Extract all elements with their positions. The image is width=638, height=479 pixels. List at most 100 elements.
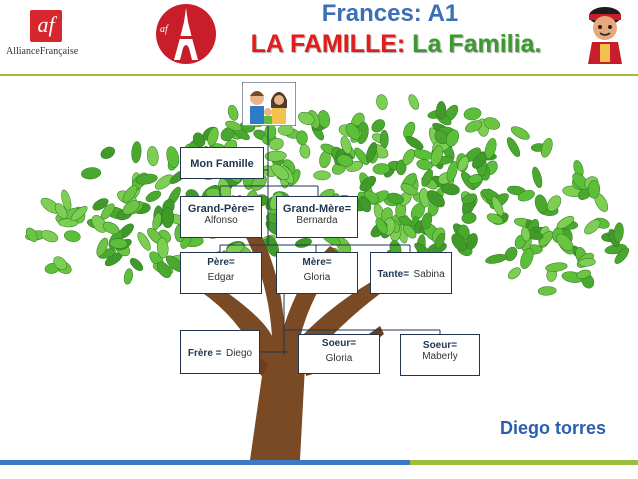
tree-leaf	[376, 94, 388, 110]
tree-leaf	[129, 258, 144, 271]
tree-leaf	[483, 117, 500, 130]
af-logo-text: AllianceFrançaise	[6, 46, 79, 57]
tree-leaf	[484, 138, 497, 160]
tree-leaf	[91, 215, 108, 233]
sister2-name: Maberly	[422, 351, 458, 362]
tree-leaf	[227, 104, 239, 121]
tree-leaf	[613, 222, 624, 243]
tree-leaf	[54, 203, 68, 220]
tree-leaf	[81, 167, 102, 180]
brother-box: Frère = Diego	[180, 330, 260, 374]
tree-leaf	[296, 130, 308, 146]
father-box: Père= Edgar	[180, 252, 262, 294]
tree-leaf	[556, 233, 574, 252]
tree-leaf	[421, 169, 433, 187]
tree-leaf	[461, 212, 477, 224]
aunt-box: Tante= Sabina	[370, 252, 452, 294]
tree-leaf	[137, 231, 151, 251]
grandmother-label: Grand-Mère=	[282, 203, 352, 215]
tree-leaf	[465, 233, 478, 250]
tree-leaf	[336, 154, 354, 167]
grandmother-name: Bernarda	[296, 215, 338, 226]
tree-leaf	[537, 286, 557, 296]
tree-leaf	[547, 195, 562, 212]
tree-leaf	[402, 149, 415, 166]
brother-name: Diego	[225, 348, 253, 359]
tree-leaf	[269, 137, 284, 151]
tree-leaf	[122, 185, 138, 203]
sister1-box: Soeur= Gloria	[298, 334, 380, 374]
tree-leaf	[416, 159, 433, 171]
tree-leaf	[225, 120, 242, 132]
tree-leaf	[507, 267, 521, 280]
footer-bar	[0, 460, 638, 465]
tree-leaf	[131, 141, 142, 164]
tree-leaf	[298, 111, 315, 125]
tree-leaf	[25, 227, 38, 242]
tree-leaf	[405, 135, 424, 150]
eiffel-tower-logo: af	[156, 4, 216, 64]
svg-text:af: af	[160, 24, 169, 35]
mascot-icon	[580, 2, 630, 64]
tree-leaf	[366, 142, 377, 163]
tree-leaf	[345, 123, 361, 140]
title-spanish: La Familia.	[412, 30, 542, 58]
tree-leaf	[578, 257, 596, 267]
tree-leaf	[166, 146, 180, 168]
tree-leaf	[161, 207, 175, 229]
grandfather-label: Grand-Père=	[187, 203, 255, 215]
tree-leaf	[100, 146, 115, 159]
tree-leaf	[521, 226, 531, 242]
tree-leaf	[64, 230, 81, 242]
tree-leaf	[426, 190, 445, 208]
tree-leaf	[545, 262, 568, 272]
tree-leaf	[40, 230, 59, 243]
tree-leaf	[434, 233, 446, 249]
tree-leaf	[135, 173, 158, 185]
grandfather-box: Grand-Père= Alfonso	[180, 196, 262, 238]
page-subtitle: LA FAMILLE: La Familia.	[236, 30, 556, 59]
tree-leaf	[576, 269, 591, 279]
tree-leaf	[457, 156, 469, 172]
tree-leaf	[358, 195, 372, 213]
tree-leaf	[354, 147, 369, 165]
sister2-box: Soeur= Maberly	[400, 334, 480, 376]
tree-leaf	[122, 200, 140, 215]
tree-leaf	[584, 219, 601, 235]
tree-leaf	[485, 254, 508, 264]
tree-leaf	[540, 138, 553, 158]
tree-leaf	[446, 161, 458, 182]
af-logo-mark: af	[30, 10, 62, 42]
root-label: Mon Famille	[190, 158, 254, 170]
brother-label: Frère =	[187, 348, 222, 359]
tree-leaf	[572, 172, 589, 190]
tree-leaf	[403, 224, 417, 239]
tree-leaf	[102, 221, 120, 235]
tree-leaf	[510, 126, 530, 140]
tree-leaf	[614, 247, 630, 264]
tree-leaf	[371, 119, 386, 133]
tree-leaf	[504, 246, 518, 262]
tree-leaf	[461, 193, 477, 205]
title-french: LA FAMILLE:	[250, 30, 406, 58]
family-icon	[242, 82, 296, 126]
tree-leaf	[70, 205, 88, 222]
aunt-label: Tante=	[377, 269, 410, 280]
tree-leaf	[491, 196, 504, 217]
grandfather-name: Alfonso	[204, 215, 238, 226]
footer-bar-accent	[410, 460, 638, 465]
father-label: Père=	[207, 257, 235, 268]
tree-leaf	[421, 212, 433, 230]
tree-leaf	[465, 120, 483, 133]
tree-leaf	[520, 247, 534, 269]
tree-leaf	[506, 137, 521, 157]
tree-leaf	[123, 268, 133, 285]
tree-leaf	[436, 101, 447, 120]
mother-box: Mère= Gloria	[276, 252, 358, 294]
tree-leaf	[207, 127, 219, 146]
tree-leaf	[430, 145, 444, 167]
tree-leaf	[408, 94, 419, 110]
grandmother-box: Grand-Mère= Bernarda	[276, 196, 358, 238]
tree-leaf	[156, 261, 172, 278]
